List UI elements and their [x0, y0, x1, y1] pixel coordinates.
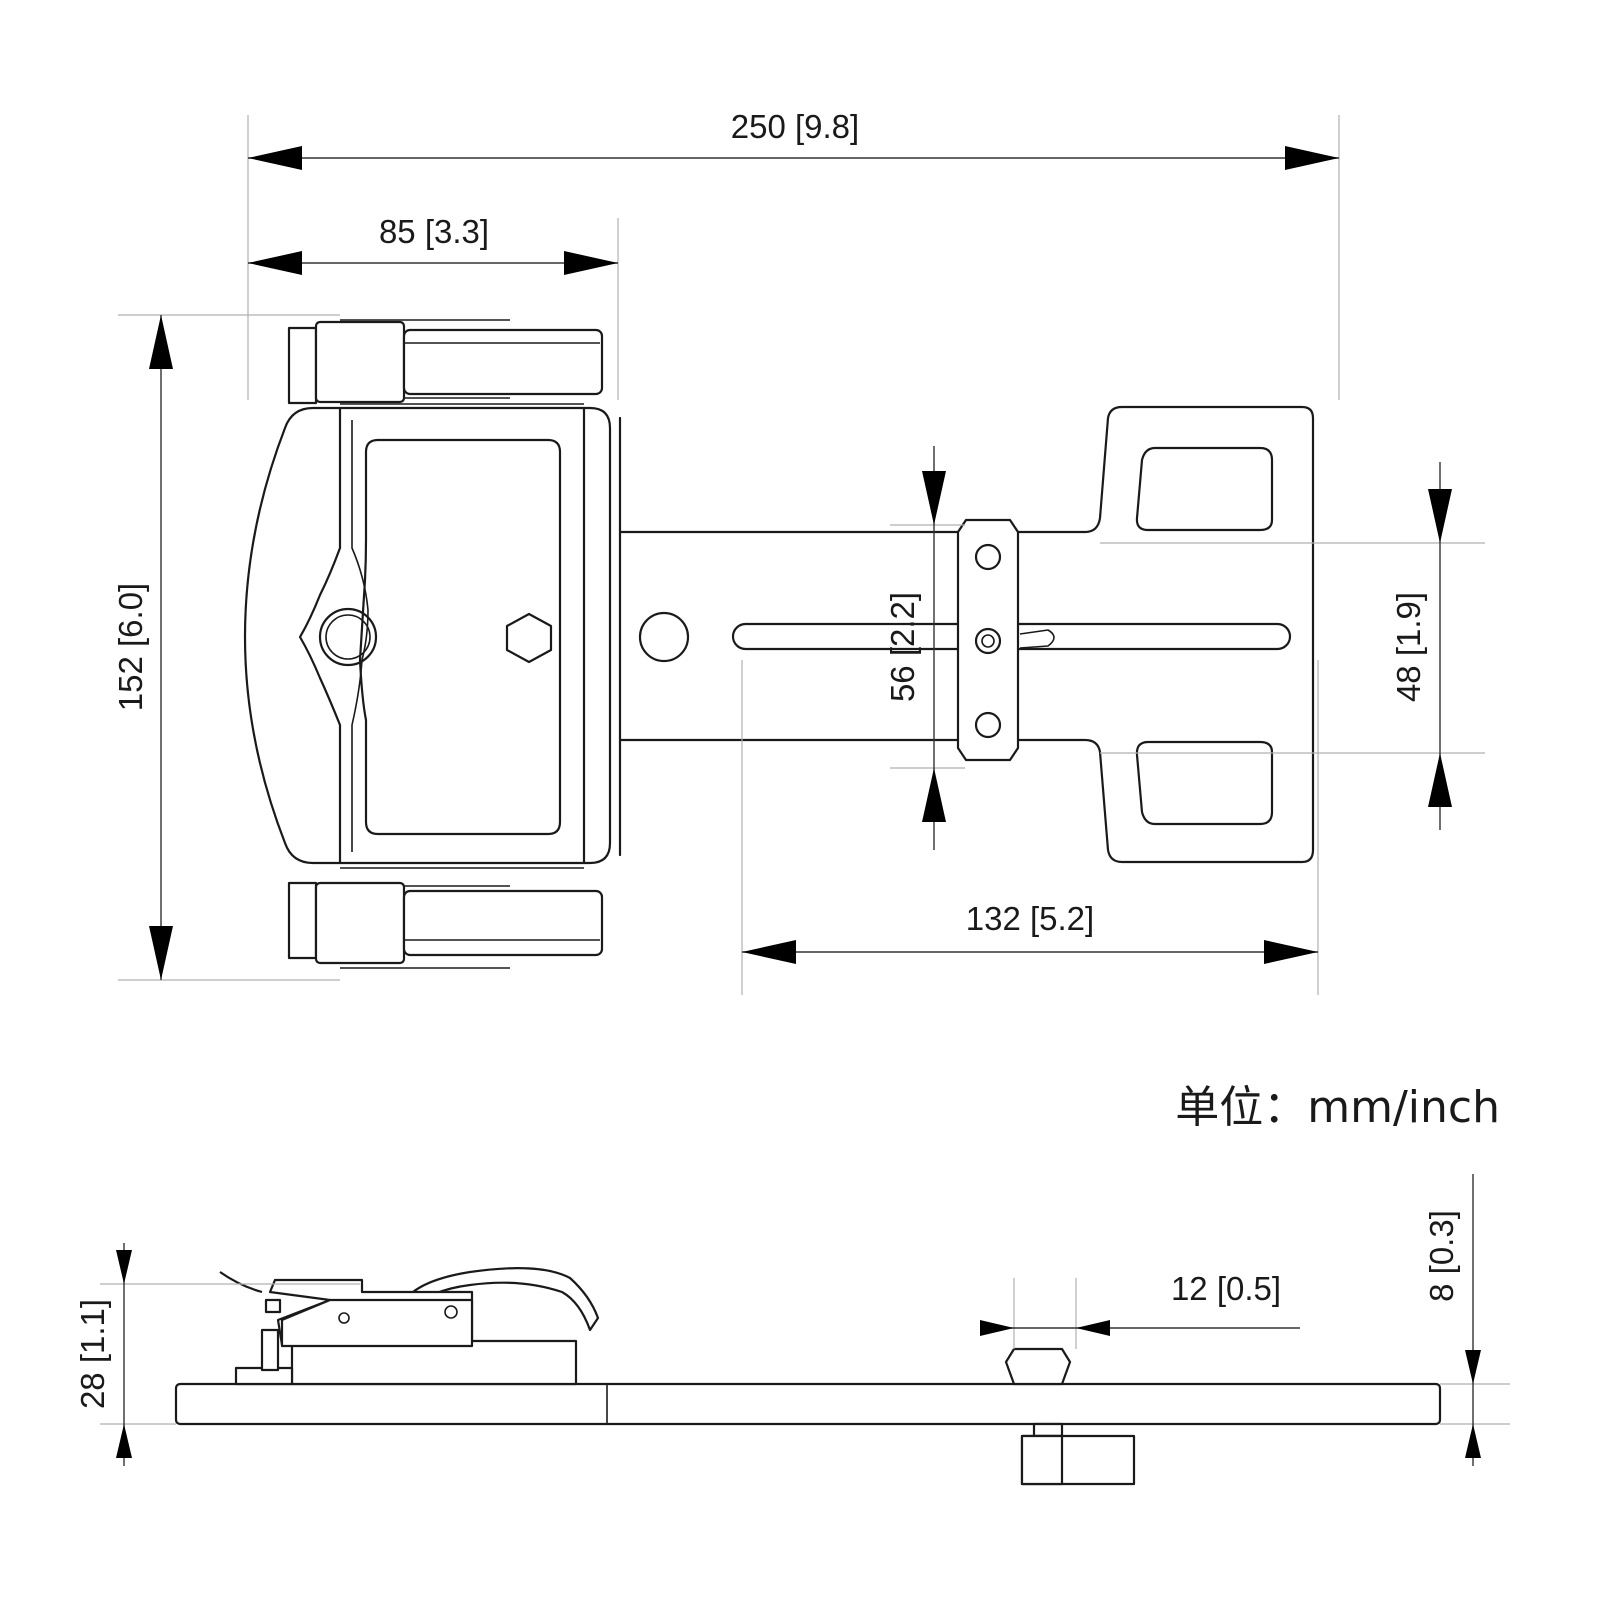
side-view-dimensions: 28 [1.1] 12 [0.5] 8 [0.3]: [74, 1174, 1510, 1466]
dim-label-plate-width: 48 [1.9]: [1390, 592, 1427, 702]
dim-label-slide-block: 56 [2.2]: [884, 592, 921, 702]
side-lever-handle: [404, 1267, 600, 1332]
side-knob: [1004, 1347, 1072, 1386]
bottom-lever-outer: [287, 881, 318, 960]
dim-label-total-height: 28 [1.1]: [74, 1299, 111, 1409]
slider-hole-top: [974, 543, 1002, 571]
top-lever-arm: [402, 328, 604, 396]
mounting-hole: [638, 611, 690, 663]
side-lever-body: [280, 1298, 474, 1348]
clamp-body: [243, 406, 612, 865]
bottom-lever-arm: [402, 889, 604, 957]
rail-cutout-bottom: [1135, 740, 1274, 826]
slider-block: [956, 518, 1020, 762]
slider-screw-core: [981, 634, 995, 648]
bottom-lever-block: [314, 881, 406, 965]
rail-cutout-top: [1135, 446, 1274, 532]
side-view: [174, 1267, 1442, 1486]
side-base-plate: [174, 1382, 1442, 1426]
units-label: 单位：mm/inch: [1175, 1082, 1500, 1133]
slider-hole-bottom: [974, 711, 1002, 739]
dim-label-plate-thickness: 8 [0.3]: [1423, 1210, 1460, 1302]
dim-label-slot-length: 132 [5.2]: [966, 900, 1094, 937]
slider-screw: [974, 627, 1002, 655]
clamp-panel: [358, 438, 562, 836]
top-lever-block: [314, 320, 406, 404]
clamp-knob: [318, 607, 378, 667]
hex-bolt: [505, 612, 553, 664]
dim-label-overall-length: 250 [9.8]: [731, 108, 859, 145]
top-lever-outer: [287, 326, 318, 405]
top-view-dimensions: 250 [9.8] 85 [3.3] 152 [6.0] 132 [5.2] 5…: [112, 108, 1485, 995]
clamp-jaw-inner: [351, 420, 369, 852]
top-view: [243, 319, 1315, 969]
dim-label-clamp-width: 85 [3.3]: [379, 213, 489, 250]
side-lever-wire: [219, 1271, 263, 1294]
clamp-knob-inner: [325, 614, 371, 660]
slider-pin: [1019, 629, 1055, 649]
clamp-jaw: [298, 408, 342, 863]
dim-label-overall-height: 152 [6.0]: [112, 583, 149, 711]
side-clamp-base: [290, 1339, 578, 1386]
dim-label-knob-width: 12 [0.5]: [1171, 1270, 1281, 1307]
